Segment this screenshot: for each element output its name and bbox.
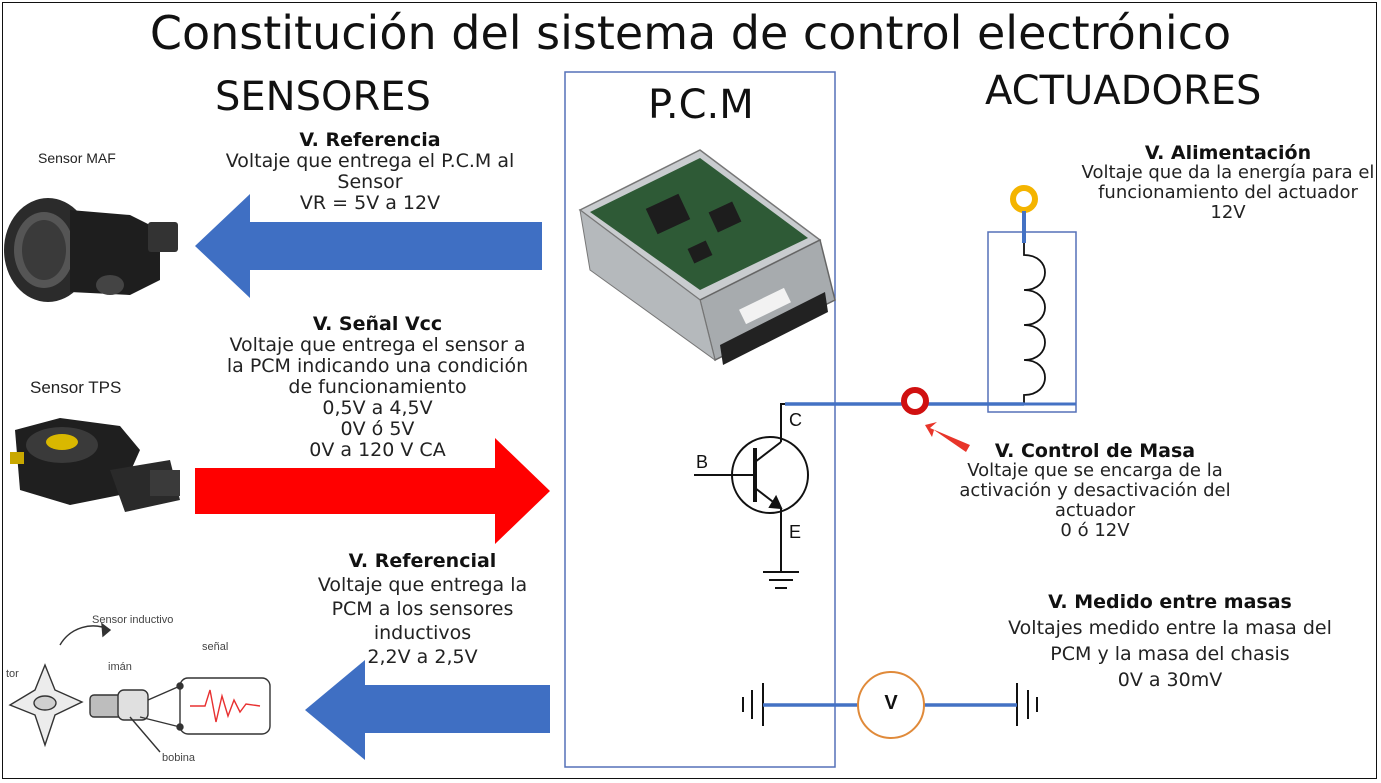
voltmeter-symbol: V: [884, 692, 898, 714]
pcm-header: P.C.M: [648, 82, 754, 128]
inductive-magnet-label: imán: [108, 661, 132, 673]
signal-voltage-line: de funcionamiento: [288, 376, 467, 398]
inductive-sensor-title: Sensor inductivo: [92, 614, 174, 626]
ground-control-line: actuador: [1054, 500, 1136, 521]
ref-voltage-line: Voltaje que entrega el P.C.M al: [225, 150, 515, 172]
ground-control-line: activación y desactivación del: [959, 480, 1231, 501]
ground-measurement-heading: V. Medido entre masas: [1048, 591, 1292, 613]
signal-voltage-line: 0V ó 5V: [340, 418, 415, 440]
ground-measurement-line: Voltajes medido entre la masa del: [1008, 617, 1332, 639]
referential-voltage-line: PCM a los sensores: [331, 598, 514, 620]
ground-control-line: Voltaje que se encarga de la: [967, 460, 1223, 481]
supply-voltage-line: Voltaje que da la energía para el: [1081, 162, 1375, 183]
referential-voltage-block: V. Referencial Voltaje que entrega la PC…: [300, 549, 545, 669]
coil: [1023, 243, 1046, 405]
ground-control-heading: V. Control de Masa: [994, 440, 1196, 462]
ground-control-line: 0 ó 12V: [1060, 520, 1130, 541]
signal-voltage-block: V. Señal Vcc Voltaje que entrega el sens…: [205, 314, 550, 461]
signal-voltage-line: 0V a 120 V CA: [309, 439, 446, 461]
ground-control-block: V. Control de Masa Voltaje que se encarg…: [950, 441, 1240, 541]
transistor-emitter-label: E: [789, 522, 802, 542]
pcm-box: [564, 71, 836, 768]
signal-voltage-line: la PCM indicando una condición: [226, 355, 529, 377]
maf-sensor-label: Sensor MAF: [38, 150, 116, 166]
actuator-box: [987, 231, 1077, 413]
ref-voltage-line: Sensor: [337, 171, 403, 193]
signal-voltage-arrow: [195, 438, 550, 544]
maf-sensor-image: [4, 198, 178, 302]
supply-voltage-heading: V. Alimentación: [1144, 142, 1312, 164]
transistor-collector-label: C: [789, 410, 802, 430]
control-terminal: [901, 387, 929, 415]
tps-sensor-label: Sensor TPS: [30, 378, 122, 397]
ground-measurement-block: V. Medido entre masas Voltajes medido en…: [985, 589, 1355, 693]
ref-voltage-line: VR = 5V a 12V: [299, 192, 441, 214]
referential-voltage-line: 2,2V a 2,5V: [367, 646, 478, 668]
referential-voltage-line: inductivos: [373, 622, 472, 644]
inductive-coil-label: bobina: [162, 752, 196, 764]
sensors-header: SENSORES: [215, 74, 431, 120]
inductive-rotor-label: tor: [6, 668, 19, 680]
ground-measurement-line: 0V a 30mV: [1117, 669, 1223, 691]
referential-voltage-arrow: [305, 660, 550, 760]
actuators-header: ACTUADORES: [985, 68, 1262, 114]
inductive-signal-label: señal: [202, 641, 229, 653]
ground-measurement-line: PCM y la masa del chasis: [1050, 643, 1290, 665]
supply-voltage-block: V. Alimentación Voltaje que da la energí…: [1078, 143, 1378, 223]
signal-voltage-heading: V. Señal Vcc: [312, 313, 443, 335]
signal-voltage-line: Voltaje que entrega el sensor a: [229, 334, 526, 356]
ref-voltage-block: V. Referencia Voltaje que entrega el P.C…: [205, 130, 535, 214]
signal-voltage-line: 0,5V a 4,5V: [322, 397, 433, 419]
page-title: Constitución del sistema de control elec…: [149, 6, 1232, 60]
pcm-module-image: [578, 149, 836, 365]
ref-voltage-heading: V. Referencia: [299, 129, 441, 151]
supply-voltage-line: 12V: [1210, 202, 1246, 223]
transistor-base-label: B: [696, 452, 709, 472]
supply-voltage-line: funcionamiento del actuador: [1098, 182, 1358, 203]
red-pointer-arrow: [925, 422, 970, 452]
referential-voltage-heading: V. Referencial: [348, 550, 497, 572]
voltmeter-circle: [857, 671, 925, 739]
referential-voltage-line: Voltaje que entrega la: [317, 574, 528, 596]
transistor-symbol: [694, 432, 809, 589]
ref-voltage-arrow: [195, 194, 542, 298]
tps-sensor-image: [10, 418, 180, 512]
inductive-sensor-image: [8, 622, 271, 753]
supply-terminal: [1010, 185, 1038, 213]
